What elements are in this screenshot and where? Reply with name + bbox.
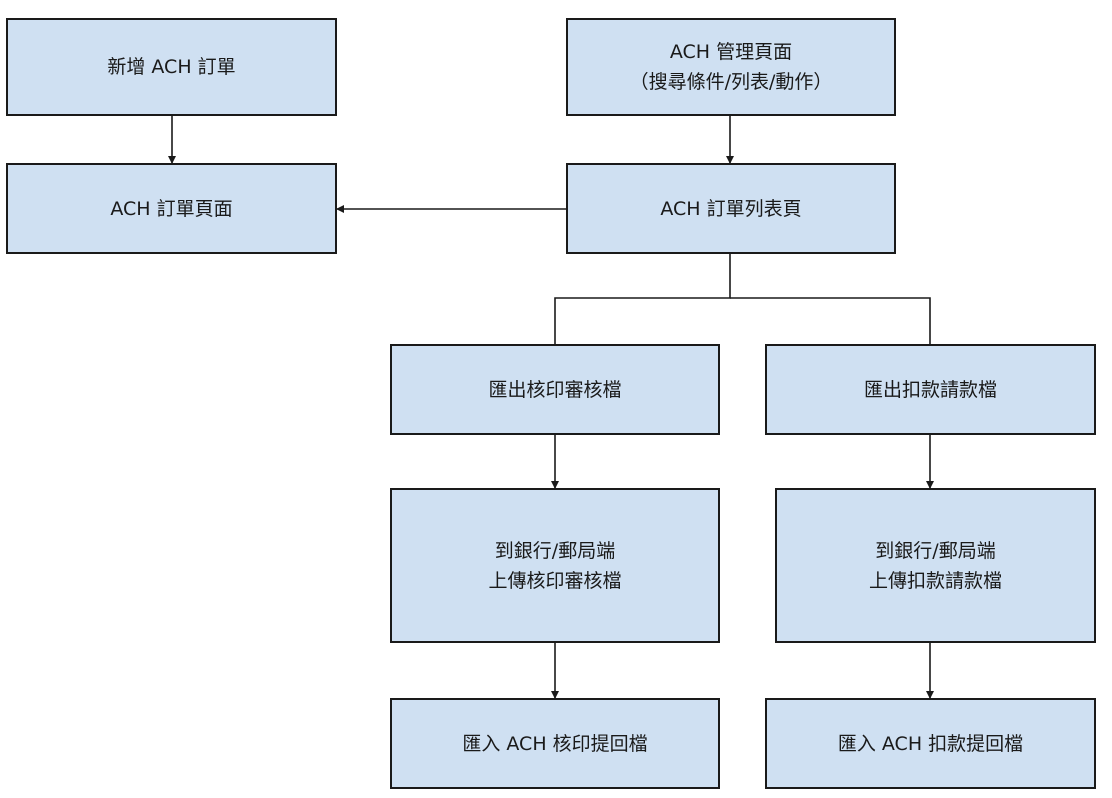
node-label: 到銀行/郵局端 — [494, 539, 616, 562]
node-label: 新增 ACH 訂單 — [107, 56, 236, 78]
node-label: 上傳扣款請款檔 — [868, 569, 1002, 592]
node-upload-debit-file: 到銀行/郵局端 上傳扣款請款檔 — [775, 488, 1096, 643]
node-label: ACH 管理頁面 — [669, 41, 793, 63]
node-ach-manage-page: ACH 管理頁面 （搜尋條件/列表/動作） — [566, 18, 896, 116]
node-import-debit-return: 匯入 ACH 扣款提回檔 — [765, 698, 1096, 789]
node-ach-order-page: ACH 訂單頁面 — [6, 163, 337, 254]
node-label: 到銀行/郵局端 — [875, 539, 996, 562]
node-label: 上傳核印審核檔 — [488, 569, 622, 592]
branch-list-to-export-debit — [730, 297, 931, 344]
node-export-verify-file: 匯出核印審核檔 — [390, 344, 720, 435]
node-label: 匯出核印審核檔 — [488, 378, 622, 401]
node-ach-order-list-page: ACH 訂單列表頁 — [566, 163, 896, 254]
node-label: 匯入 ACH 扣款提回檔 — [837, 732, 1024, 755]
node-label: ACH 訂單列表頁 — [660, 197, 802, 220]
node-label: 匯出扣款請款檔 — [863, 378, 997, 401]
branch-list-to-exports — [554, 253, 731, 344]
node-upload-verify-file: 到銀行/郵局端 上傳核印審核檔 — [390, 488, 720, 643]
node-label: （搜尋條件/列表/動作） — [629, 71, 833, 93]
node-label: ACH 訂單頁面 — [110, 197, 233, 220]
node-label: 匯入 ACH 核印提回檔 — [462, 732, 648, 755]
node-export-debit-file: 匯出扣款請款檔 — [765, 344, 1096, 435]
node-new-ach-order: 新增 ACH 訂單 — [6, 18, 337, 116]
node-import-verify-return: 匯入 ACH 核印提回檔 — [390, 698, 720, 789]
